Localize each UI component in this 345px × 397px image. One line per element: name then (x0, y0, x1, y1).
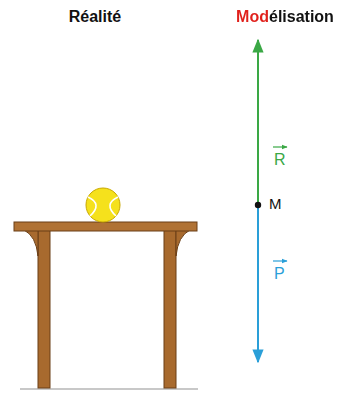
column-heading: Modélisation (236, 8, 334, 26)
tennis-ball (86, 188, 120, 222)
vector-name: R (274, 151, 286, 169)
vector-arrow (273, 146, 287, 147)
application-point (255, 202, 261, 208)
table (14, 222, 197, 388)
vector-arrow (273, 260, 287, 261)
column-heading: Réalité (69, 8, 121, 26)
weight-vector (257, 208, 259, 362)
point-name: M (269, 196, 282, 213)
vector-name: P (274, 265, 285, 283)
reaction-vector (257, 40, 259, 202)
